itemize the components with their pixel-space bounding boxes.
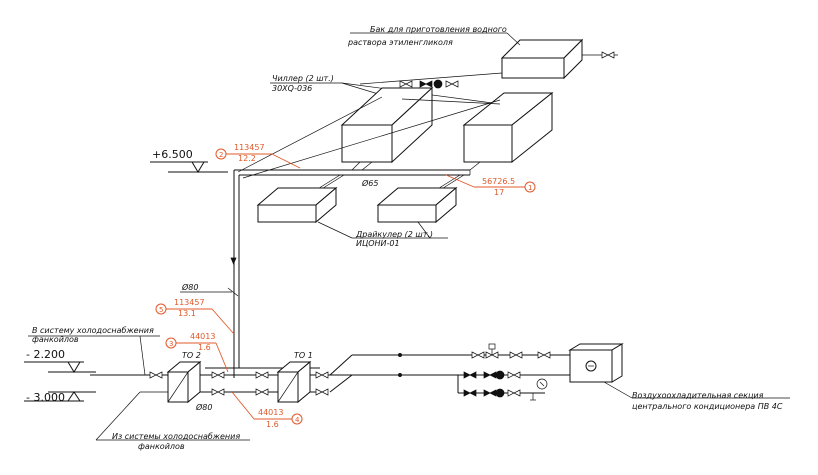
valves-supply-line (471, 343, 551, 359)
to1-label: ТО 1 (294, 351, 313, 360)
heat-exchanger-to2 (166, 360, 202, 404)
level-mark-mid (24, 361, 96, 373)
callout-1-line2: 17 (494, 188, 504, 197)
to2-label: ТО 2 (182, 351, 201, 360)
callout-4-line2: 1.6 (266, 420, 279, 429)
callout-2-line1: 113457 (234, 143, 265, 152)
pipe-bottom-label: Ø80 (195, 402, 212, 412)
drycooler-1 (256, 186, 338, 224)
callout-1-line1: 56726.5 (482, 177, 515, 186)
riser-d80-label: Ø80 (181, 282, 198, 292)
chillers-label-2: 30ХQ-036 (272, 84, 312, 93)
drycooler-2 (376, 186, 458, 224)
callout-1-num: 1 (528, 184, 532, 192)
level-mark-top (150, 161, 228, 173)
level-bottom-label: - 3.000 (26, 391, 65, 404)
callout-2-line2: 12.2 (238, 154, 256, 163)
tank-label-2: раствора этиленгликоля (347, 38, 453, 47)
tank-valve (601, 51, 615, 59)
to-fancoil-label-1: В систему холодоснабжения (32, 326, 154, 335)
from-fancoil-label-1: Из системы холодоснабжения (112, 432, 240, 441)
chiller-2 (462, 91, 554, 164)
callout-5-line1: 113457 (174, 298, 205, 307)
valves-between-exchangers (149, 371, 329, 396)
callout-3-num: 3 (169, 340, 173, 348)
pipe-d65-label: Ø65 (361, 178, 378, 188)
level-mid-label: - 2.200 (26, 348, 65, 361)
callout-4-line1: 44013 (258, 408, 283, 417)
callout-3-line1: 44013 (190, 332, 215, 341)
callout-3-line2: 1.6 (198, 343, 211, 352)
callout-1 (445, 174, 536, 193)
level-top-label: +6.500 (152, 148, 193, 161)
heat-exchanger-to1 (276, 360, 312, 404)
callout-2-num: 2 (219, 151, 223, 159)
tank-label-1: Бак для приготовления водного (370, 25, 507, 34)
from-fancoil-label-2: фанкойлов (138, 442, 185, 451)
level-mark-bottom (24, 391, 96, 402)
drycoolers-label-2: ИЦОНИ-01 (356, 239, 400, 248)
callout-4-num: 4 (295, 416, 300, 424)
pump-assembly-return (463, 370, 521, 398)
to-fancoil-label-2: фанкойлов (32, 335, 79, 344)
unit-label-1: Воздухоохладительная секция (632, 391, 764, 400)
expansion-tank (530, 378, 548, 401)
callout-5-num: 5 (159, 306, 163, 314)
glycol-tank (350, 32, 584, 80)
callout-5 (155, 303, 235, 335)
callout-3 (165, 337, 229, 373)
callout-2 (215, 148, 301, 169)
air-handler-unit (568, 343, 624, 383)
chillers-label-1: Чиллер (2 шт.) (272, 74, 334, 83)
feed-pump-assembly (399, 79, 459, 89)
callout-5-line2: 13.1 (178, 309, 196, 318)
callout-4 (231, 391, 303, 425)
chiller-1 (340, 86, 434, 164)
unit-label-2: центрального кондиционера ПВ 4С (632, 402, 783, 411)
drycoolers-label-1: Драйкулер (2 шт.) (355, 230, 433, 239)
